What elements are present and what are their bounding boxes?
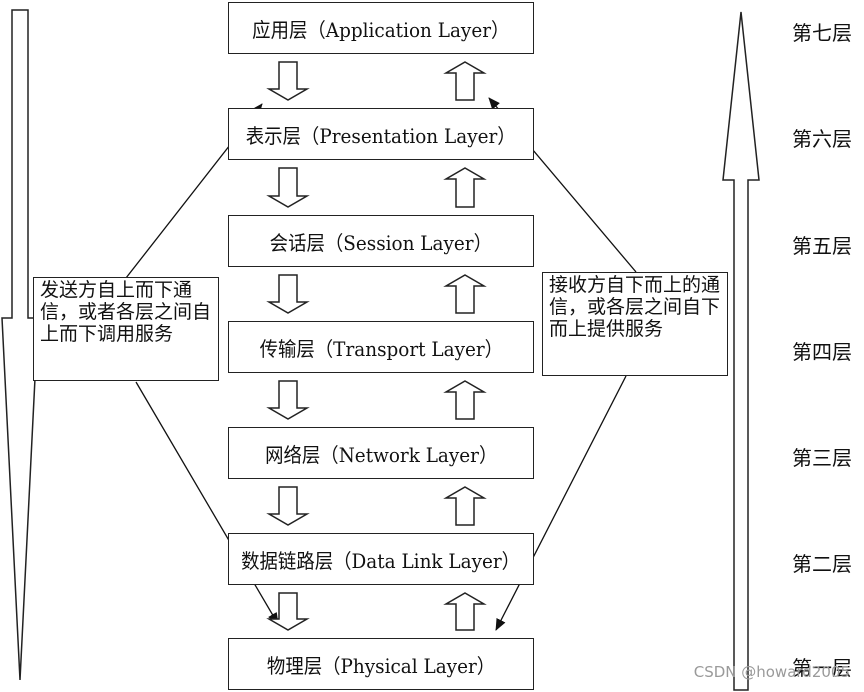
- layer-label-session: 会话层（Session Layer）: [269, 230, 493, 255]
- big-up-arrow-icon: [722, 11, 760, 691]
- layer-box-transport: 传输层（Transport Layer）: [228, 321, 534, 373]
- layer-box-presentation: 表示层（Presentation Layer）: [228, 108, 534, 160]
- down-arrow-icon-1: [266, 61, 310, 101]
- receiver-line-down: [495, 375, 627, 631]
- layer-label-physical: 物理层（Physical Layer）: [266, 653, 496, 678]
- layer-label-data-link: 数据链路层（Data Link Layer）: [241, 548, 521, 573]
- sender-line-down: [135, 381, 279, 625]
- down-arrow-icon-3: [266, 274, 310, 314]
- layer-box-application: 应用层（Application Layer）: [228, 2, 534, 54]
- up-arrow-icon-4: [443, 380, 487, 420]
- down-arrow-icon-2: [266, 167, 310, 208]
- layer-label-transport: 传输层（Transport Layer）: [259, 336, 503, 361]
- layer-box-network: 网络层（Network Layer）: [228, 427, 534, 479]
- receiver-note: 接收方自下而上的通信，或各层之间自下而上提供服务: [542, 272, 728, 376]
- level-label-3: 第三层: [792, 446, 852, 470]
- layer-box-session: 会话层（Session Layer）: [228, 215, 534, 267]
- layer-box-data-link: 数据链路层（Data Link Layer）: [228, 533, 534, 585]
- big-down-arrow-icon: [1, 9, 39, 681]
- level-label-1: 第一层: [792, 656, 852, 680]
- down-arrow-icon-5: [266, 486, 310, 526]
- down-arrow-icon-6: [266, 592, 310, 631]
- watermark: CSDN @howard2005: [693, 663, 850, 681]
- sender-note: 发送方自上而下通信，或者各层之间自上而下调用服务: [33, 277, 219, 381]
- layer-label-network: 网络层（Network Layer）: [264, 442, 498, 467]
- level-label-2: 第二层: [792, 552, 852, 576]
- up-arrow-icon-2: [443, 167, 487, 208]
- level-label-4: 第四层: [792, 340, 852, 364]
- layer-label-presentation: 表示层（Presentation Layer）: [246, 123, 516, 148]
- down-arrow-icon-4: [266, 380, 310, 420]
- up-arrow-icon-1: [443, 61, 487, 101]
- level-label-7: 第七层: [792, 21, 852, 45]
- up-arrow-icon-5: [443, 486, 487, 526]
- up-arrow-icon-6: [443, 592, 487, 631]
- level-label-5: 第五层: [792, 234, 852, 258]
- level-label-6: 第六层: [792, 127, 852, 151]
- up-arrow-icon-3: [443, 274, 487, 314]
- layer-label-application: 应用层（Application Layer）: [252, 17, 510, 42]
- layer-box-physical: 物理层（Physical Layer）: [228, 638, 534, 690]
